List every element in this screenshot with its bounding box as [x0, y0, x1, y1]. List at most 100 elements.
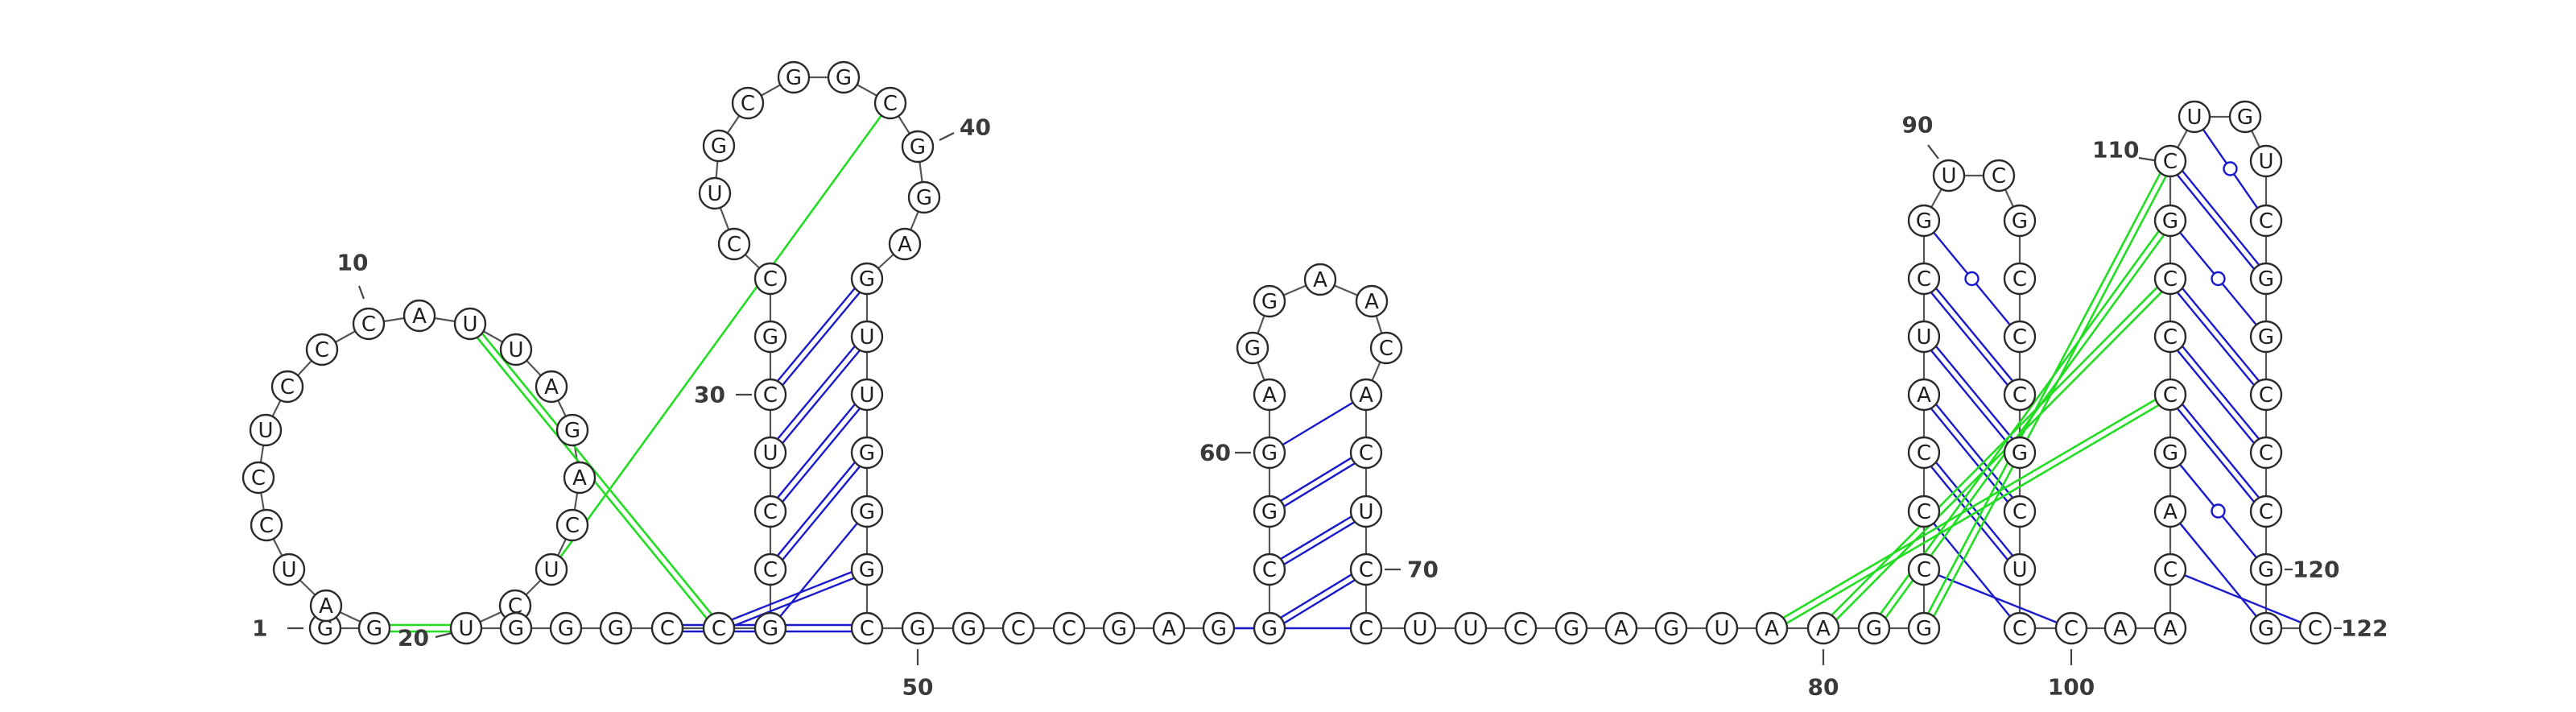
position-label: 60 [1199, 440, 1231, 466]
nucleotide: G [1236, 331, 1269, 365]
base-pair-line [1283, 579, 1356, 624]
nucleotide-letter: A [1917, 383, 1931, 408]
nucleotide-letter: A [1359, 383, 1373, 408]
nucleotide-circle [2249, 320, 2283, 354]
nucleotide: C [717, 227, 751, 261]
nucleotide-circle [2249, 204, 2283, 238]
nucleotide: G [1857, 611, 1891, 645]
nucleotide-circle [2003, 262, 2037, 296]
nucleotide-circle [2003, 611, 2037, 645]
pseudoknot-line [481, 333, 713, 615]
nucleotide: G [555, 413, 589, 447]
nucleotide-letter: G [2258, 325, 2274, 350]
base-pair-line [2177, 292, 2255, 386]
nucleotide-letter: G [1563, 617, 1579, 641]
nucleotide-letter: G [836, 66, 852, 90]
nucleotide: C [1907, 436, 1941, 470]
nucleotide-letter: C [1513, 617, 1528, 641]
nucleotide: G [907, 180, 941, 214]
nucleotide-letter: G [2258, 617, 2274, 641]
position-tick [357, 285, 365, 300]
nucleotide: U [753, 436, 787, 470]
nucleotide: C [650, 611, 684, 645]
nucleotide-letter: A [1364, 290, 1379, 314]
position-label: 120 [2293, 557, 2339, 583]
nucleotide-circle [777, 60, 811, 94]
nucleotide: U [850, 320, 884, 354]
nucleotide: G [2249, 611, 2283, 645]
nucleotide: C [1253, 553, 1286, 586]
nucleotide-circle [2228, 100, 2262, 134]
nucleotide-circle [1355, 284, 1389, 318]
nucleotide-circle [753, 553, 787, 586]
nucleotide-circle [1253, 611, 1286, 645]
nucleotide: A [1755, 611, 1789, 645]
nucleotide-circle [499, 333, 533, 366]
nucleotide-circle [2153, 320, 2187, 354]
nucleotide-circle [1705, 611, 1739, 645]
nucleotide: C [2003, 611, 2037, 645]
nucleotide-circle [270, 370, 304, 404]
nucleotide-circle [1982, 159, 2016, 192]
nucleotide-letter: C [1062, 617, 1076, 641]
nucleotide: C [1349, 436, 1383, 470]
pseudoknot-line [1785, 404, 2160, 624]
nucleotide: G [753, 611, 787, 645]
nucleotide-letter: U [1412, 617, 1427, 641]
nucleotide: C [1982, 159, 2016, 192]
nucleotide-letter: U [1463, 617, 1478, 641]
nucleotide-circle [702, 129, 736, 163]
nucleotide-letter: G [762, 325, 778, 350]
nucleotide-letter: G [711, 135, 727, 159]
nucleotide-circle [1349, 553, 1383, 586]
nucleotide-letter: C [280, 375, 295, 399]
base-pair-line [2182, 170, 2260, 266]
nucleotide: U [249, 413, 283, 447]
nucleotide: C [1349, 553, 1383, 586]
nucleotide-circle [2153, 204, 2187, 238]
nucleotide-circle [753, 436, 787, 470]
nucleotide: U [272, 553, 306, 586]
base-pair-line [1930, 466, 2008, 561]
nucleotide-circle [2153, 262, 2187, 296]
nucleotide-letter: C [1917, 500, 1931, 524]
nucleotide-circle [850, 553, 884, 586]
nucleotide-letter: U [1916, 325, 1931, 350]
nucleotide-circle [1604, 611, 1638, 645]
nucleotide: C [753, 262, 787, 296]
nucleotide: G [702, 129, 736, 163]
nucleotide-letter: U [859, 383, 874, 408]
nucleotide-letter: C [565, 514, 580, 538]
nucleotide-circle [402, 299, 436, 333]
nucleotide-letter: C [2064, 617, 2079, 641]
nucleotide: C [753, 378, 787, 412]
pseudoknot-line [1885, 234, 2165, 619]
nucleotide: G [753, 320, 787, 354]
base-pair-line [782, 350, 861, 444]
nucleotide: U [2003, 553, 2037, 586]
nucleotide: U [1454, 611, 1488, 645]
position-label: 70 [1407, 557, 1439, 583]
nucleotide-circle [850, 378, 884, 412]
nucleotide: C [2153, 144, 2187, 178]
nucleotide-letter: C [361, 313, 376, 337]
nucleotide-letter: C [2163, 383, 2178, 408]
nucleotide-circle [2003, 320, 2037, 354]
nucleotide-letter: C [1359, 441, 1373, 466]
nucleotide-circle [2003, 495, 2037, 528]
nucleotide-circle [563, 461, 597, 495]
nucleotide-letter: C [1359, 617, 1373, 641]
nucleotide-circle [453, 307, 487, 341]
nucleotide: G [2249, 262, 2283, 296]
nucleotide-letter: A [1162, 617, 1176, 641]
nucleotide-circle [2003, 553, 2037, 586]
nucleotide-letter: C [251, 466, 266, 491]
nucleotide: C [270, 370, 304, 404]
nucleotide: G [2153, 436, 2187, 470]
nucleotide-circle [2103, 611, 2137, 645]
nucleotide-circle [907, 180, 941, 214]
nucleotide-letter: C [1917, 558, 1931, 582]
nucleotide-circle [499, 611, 533, 645]
position-tick [435, 631, 452, 639]
nucleotide: C [242, 461, 275, 495]
